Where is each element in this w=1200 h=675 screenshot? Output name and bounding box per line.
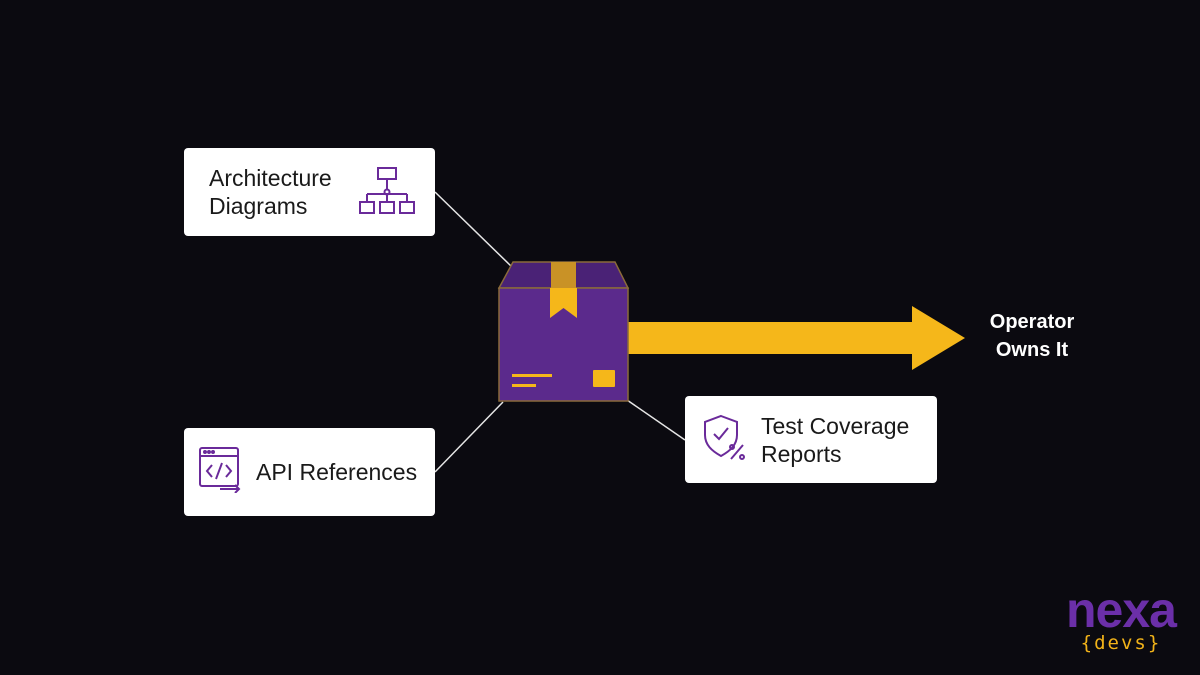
test-label-line2: Reports	[761, 440, 842, 467]
architecture-label-line1: Architecture	[209, 165, 332, 191]
connector-api	[434, 401, 504, 473]
api-references-label: API References	[256, 459, 418, 485]
logo-wordmark: nexa	[1066, 582, 1177, 638]
architecture-diagrams-label: Architecture Diagrams	[209, 164, 359, 220]
outcome-line2: Owns It	[995, 339, 1069, 361]
nexa-devs-logo: nexa {devs}	[1058, 584, 1184, 658]
operator-owns-it-label: Operator Owns It	[962, 308, 1102, 364]
code-window-icon	[198, 445, 242, 499]
logo-subtitle: {devs}	[1080, 632, 1162, 654]
package-box-icon	[497, 261, 630, 402]
api-references-card: API References	[184, 428, 435, 516]
test-label-line1: Test Coverage	[761, 412, 910, 439]
ownership-arrow	[628, 306, 965, 370]
connector-test	[626, 399, 686, 441]
connector-architecture	[434, 191, 514, 269]
architecture-diagrams-card: Architecture Diagrams	[184, 148, 435, 236]
architecture-label-line2: Diagrams	[209, 193, 308, 219]
test-coverage-reports-card: Test Coverage Reports	[685, 396, 937, 483]
test-coverage-label: Test Coverage Reports	[761, 412, 909, 468]
shield-percent-icon	[701, 413, 745, 467]
outcome-line1: Operator	[989, 311, 1075, 333]
org-chart-icon	[359, 166, 415, 224]
